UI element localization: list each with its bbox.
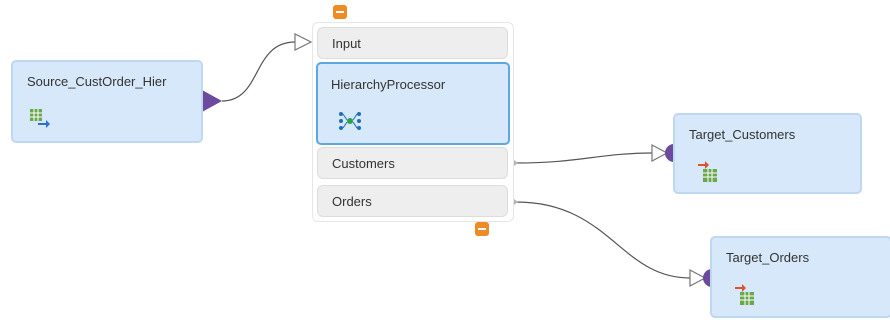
target-customers-label: Target_Customers [689,127,796,142]
target-customers-node[interactable]: Target_Customers [673,113,862,194]
customers-port-label: Customers [332,156,395,171]
input-port[interactable]: Input [317,27,508,59]
collapse-top-icon[interactable] [333,5,347,19]
input-port-label: Input [332,36,361,51]
source-output-connector[interactable] [202,90,222,112]
hierarchy-processor-label: HierarchyProcessor [331,77,446,92]
hierarchy-processor-icon [338,110,361,130]
link-customers-to-target [515,152,653,164]
source-node-label: Source_CustOrder_Hier [27,74,167,89]
target-customers-input-arrow [651,144,669,162]
source-node[interactable]: Source_CustOrder_Hier [11,60,203,143]
collapse-bottom-icon[interactable] [475,222,489,236]
target-orders-input-arrow [689,269,707,287]
source-table-icon [29,108,50,128]
link-source-to-input [221,41,296,102]
orders-port[interactable]: Orders [317,185,508,217]
input-arrow [294,33,313,51]
customers-port[interactable]: Customers [317,147,508,179]
link-orders-to-target [515,201,691,279]
target-orders-node[interactable]: Target_Orders [710,236,890,318]
target-table-icon [734,284,754,305]
target-orders-label: Target_Orders [726,250,810,265]
hierarchy-processor-node[interactable]: HierarchyProcessor [316,62,510,145]
target-table-icon [697,161,717,182]
orders-port-label: Orders [332,194,372,209]
